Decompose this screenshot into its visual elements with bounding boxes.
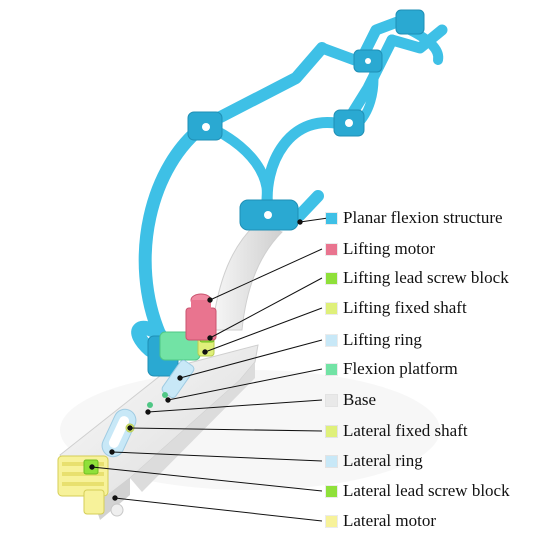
legend-label: Lateral fixed shaft [343, 421, 468, 440]
lateral-motor [57, 455, 109, 515]
leader-line [209, 277, 323, 339]
leader-dot [165, 397, 171, 403]
leader-dot [109, 449, 115, 455]
legend-item-lifting-fixed-shaft: Lifting fixed shaft [326, 297, 467, 319]
leader-line [114, 497, 323, 522]
legend-label: Planar flexion structure [343, 208, 503, 227]
legend-item-lifting-lead-screw-block: Lifting lead screw block [326, 267, 509, 289]
legend-label: Flexion platform [343, 359, 458, 378]
legend-swatch [326, 485, 337, 497]
legend-swatch [326, 394, 337, 406]
leader-line [129, 427, 323, 432]
legend-swatch [326, 363, 337, 375]
legend-item-base: Base [326, 389, 376, 411]
leader-line [147, 399, 323, 413]
support-arm [211, 221, 283, 331]
legend-label: Lifting motor [343, 239, 436, 258]
leader-lines [89, 217, 329, 522]
legend-item-lateral-ring: Lateral ring [326, 450, 423, 472]
legend-swatch [326, 515, 337, 527]
leader-dot [202, 349, 208, 355]
legend-label: Lifting ring [343, 330, 422, 349]
legend-swatch [326, 302, 337, 314]
lateral-ring-slot [108, 416, 130, 448]
leader-line [167, 368, 323, 401]
leader-dot [127, 425, 133, 431]
legend-swatch [326, 212, 337, 224]
leader-dot [207, 335, 213, 341]
legend-item-lifting-motor: Lifting motor [326, 238, 435, 260]
leader-dot [177, 375, 183, 381]
legend-item-lifting-ring: Lifting ring [326, 329, 422, 351]
lifting-motor [185, 293, 217, 341]
legend-item-flexion-platform: Flexion platform [326, 358, 458, 380]
legend-swatch [326, 425, 337, 437]
legend-swatch [326, 334, 337, 346]
legend-label: Lifting fixed shaft [343, 298, 467, 317]
leader-line [111, 451, 323, 462]
legend-label: Lateral motor [343, 511, 436, 530]
legend-label: Lateral ring [343, 451, 423, 470]
legend-swatch [326, 455, 337, 467]
leader-dot [207, 297, 213, 303]
leader-line [204, 307, 323, 353]
legend-item-lateral-fixed-shaft: Lateral fixed shaft [326, 420, 468, 442]
leader-line [179, 339, 323, 379]
legend-swatch [326, 243, 337, 255]
leader-line [91, 466, 323, 492]
leader-dot [89, 464, 95, 470]
leader-dot [297, 219, 303, 225]
leader-line [299, 217, 329, 223]
legend-item-lateral-lead-screw-block: Lateral lead screw block [326, 480, 510, 502]
leader-dot [112, 495, 118, 501]
legend-item-lateral-motor: Lateral motor [326, 510, 436, 532]
leader-dot [145, 409, 151, 415]
base-marker [147, 402, 153, 408]
legend-label: Base [343, 390, 377, 409]
legend-label: Lifting lead screw block [343, 268, 509, 287]
legend-label: Lateral lead screw block [343, 481, 510, 500]
base-marker [162, 392, 168, 398]
leader-line [209, 248, 323, 301]
legend-swatch [326, 272, 337, 284]
legend-item-planar-flexion-structure: Planar flexion structure [326, 207, 503, 229]
